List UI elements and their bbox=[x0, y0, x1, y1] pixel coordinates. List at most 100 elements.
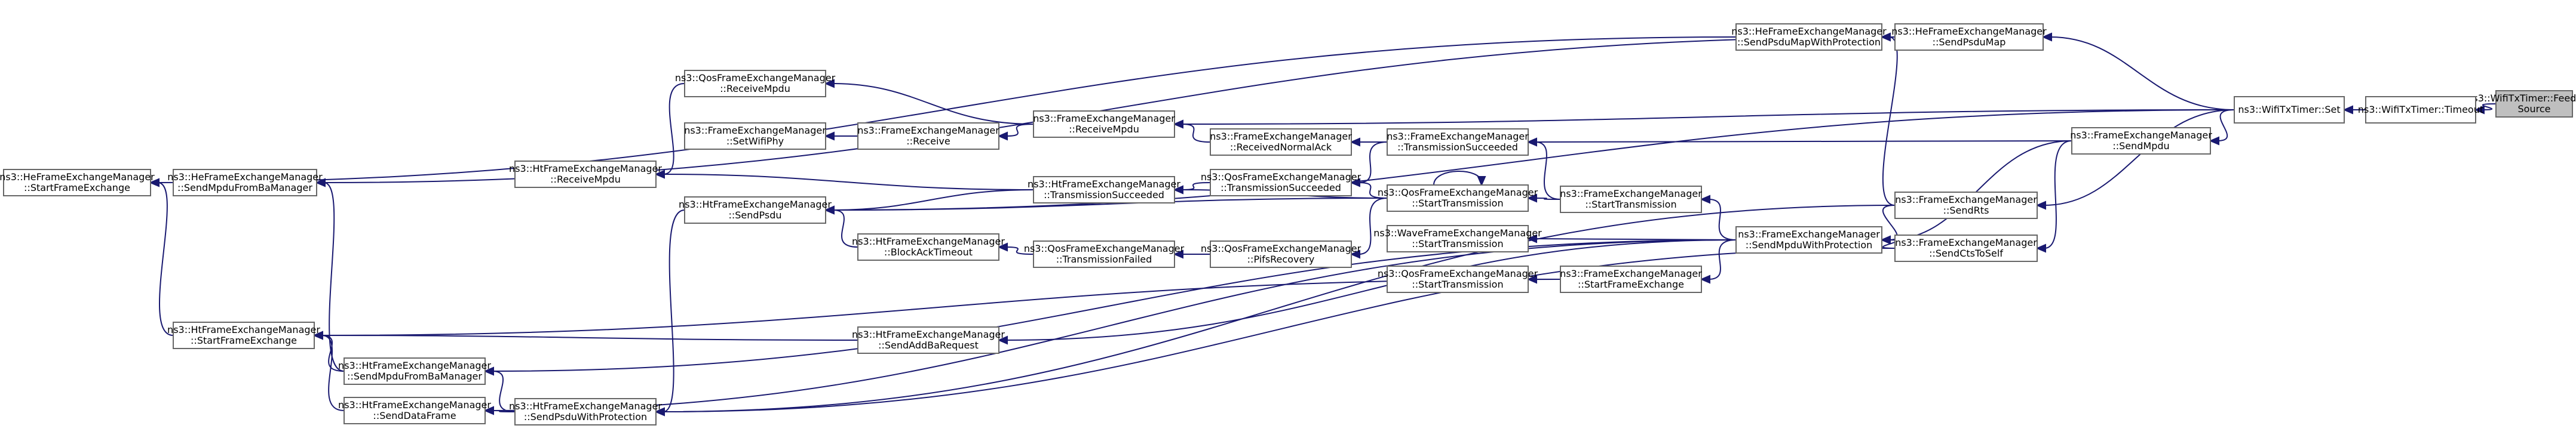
node-label-line2: ::ReceiveMpdu bbox=[1069, 124, 1139, 135]
edge-line bbox=[1005, 239, 1737, 341]
node-heStartFrameExchange[interactable]: ns3::HeFrameExchangeManager::StartFrameE… bbox=[0, 169, 155, 196]
node-qosTxSucceeded[interactable]: ns3::QosFrameExchangeManager::Transmissi… bbox=[1201, 169, 1361, 196]
edge-line bbox=[832, 109, 2235, 211]
edge-htSendDataFrame-to-htStartFrameExchange bbox=[312, 331, 345, 411]
node-feSendMpduProt[interactable]: ns3::FrameExchangeManager::SendMpduWithP… bbox=[1735, 226, 1882, 254]
node-label-line2: ::SendPsdu bbox=[728, 209, 781, 221]
node-label-line2: ::ReceiveMpdu bbox=[720, 83, 790, 94]
edge-arrowhead bbox=[1700, 195, 1710, 204]
node-htSendDataFrame[interactable]: ns3::HtFrameExchangeManager::SendDataFra… bbox=[338, 397, 491, 424]
edge-line bbox=[321, 335, 345, 372]
node-label-line2: ::TransmissionSucceeded bbox=[1397, 141, 1518, 153]
edge-arrowhead bbox=[312, 331, 323, 340]
node-heSendPsduMap[interactable]: ns3::HeFrameExchangeManager::SendPsduMap bbox=[1891, 23, 2047, 51]
node-waveStartTx[interactable]: ns3::WaveFrameExchangeManager::StartTran… bbox=[1373, 225, 1542, 252]
node-qosTxFailed[interactable]: ns3::QosFrameExchangeManager::Transmissi… bbox=[1024, 240, 1185, 268]
edge-line bbox=[323, 182, 345, 372]
edge-htSendPsdu-to-htSendPsduProt bbox=[654, 209, 685, 417]
node-qosStartTx[interactable]: ns3::QosFrameExchangeManager::StartTrans… bbox=[1378, 184, 1538, 212]
edge-line bbox=[1888, 140, 2072, 240]
node-label-line1: ns3::HtFrameExchangeManager bbox=[338, 399, 491, 411]
node-box bbox=[514, 161, 657, 188]
edge-arrowhead bbox=[2035, 201, 2046, 210]
node-feSetWifiPhy[interactable]: ns3::FrameExchangeManager::SetWifiPhy bbox=[684, 122, 826, 150]
edges-layer bbox=[149, 32, 2497, 417]
node-htBlockAckTimeout[interactable]: ns3::HtFrameExchangeManager::BlockAckTim… bbox=[852, 233, 1005, 261]
node-label-line2: ::StartTransmission bbox=[1585, 199, 1676, 210]
edge-line bbox=[1535, 198, 1561, 200]
node-qosStartTx2[interactable]: ns3::QosFrameExchangeManager::StartTrans… bbox=[1378, 266, 1538, 293]
node-label-line2: ::ReceiveMpdu bbox=[550, 174, 621, 185]
edge-feReceiveMpdu-to-qosReceiveMpdu bbox=[824, 79, 1034, 125]
node-box bbox=[1210, 169, 1352, 196]
node-htTxSucceeded[interactable]: ns3::HtFrameExchangeManager::Transmissio… bbox=[1028, 176, 1180, 203]
node-feReceiveMpdu[interactable]: ns3::FrameExchangeManager::ReceiveMpdu bbox=[1033, 110, 1175, 138]
edge-qosStartTx-to-qosTxSucceeded bbox=[1350, 178, 1388, 199]
edge-line bbox=[1358, 141, 1388, 183]
node-label-line1: ns3::FrameExchangeManager bbox=[1560, 188, 1702, 199]
node-feSendCts[interactable]: ns3::FrameExchangeManager::SendCtsToSelf bbox=[1894, 235, 2038, 262]
node-feStartTx[interactable]: ns3::FrameExchangeManager::StartTransmis… bbox=[1560, 186, 1702, 213]
edge-feReceiveMpdu-to-feReceive bbox=[997, 124, 1034, 141]
node-htSendMpduFromBa[interactable]: ns3::HtFrameExchangeManager::SendMpduFro… bbox=[338, 357, 491, 385]
node-htStartFrameExchange[interactable]: ns3::HtFrameExchangeManager::StartFrameE… bbox=[167, 322, 320, 349]
edge-arrowhead bbox=[2209, 136, 2219, 146]
node-htSendPsduProt[interactable]: ns3::HtFrameExchangeManager::SendPsduWit… bbox=[509, 398, 662, 425]
node-label-line1: ns3::HtFrameExchangeManager bbox=[852, 236, 1005, 247]
edge-qosStartTx-to-qosPifs bbox=[1350, 198, 1388, 259]
node-qosReceiveMpdu[interactable]: ns3::QosFrameExchangeManager::ReceiveMpd… bbox=[675, 70, 836, 97]
node-feSendRts[interactable]: ns3::FrameExchangeManager::SendRts bbox=[1894, 192, 2038, 219]
edge-arrowhead bbox=[1477, 176, 1486, 187]
edge-line bbox=[321, 335, 858, 341]
node-label-line2: ::TransmissionSucceeded bbox=[1044, 189, 1164, 201]
edge-line bbox=[2044, 109, 2235, 206]
edge-feStartTx-to-feTxSucceeded bbox=[1526, 137, 1561, 200]
node-box bbox=[857, 326, 999, 354]
node-label-line1: ns3::QosFrameExchangeManager bbox=[1378, 187, 1538, 198]
node-timeout[interactable]: ns3::WifiTxTimer::Timeout bbox=[2358, 96, 2483, 124]
edge-arrowhead bbox=[1880, 32, 1891, 42]
node-qosPifs[interactable]: ns3::QosFrameExchangeManager::PifsRecove… bbox=[1201, 240, 1361, 268]
node-feReceive[interactable]: ns3::FrameExchangeManager::Receive bbox=[857, 122, 999, 150]
node-set[interactable]: ns3::WifiTxTimer::Set bbox=[2234, 96, 2345, 124]
node-feed[interactable]: ns3::WifiTxTimer::FeedTraceSource bbox=[2467, 90, 2576, 118]
node-box bbox=[2365, 96, 2476, 124]
node-label-line1: ns3::HtFrameExchangeManager bbox=[338, 360, 491, 371]
node-box bbox=[344, 357, 486, 385]
node-feRecvNormalAck[interactable]: ns3::FrameExchangeManager::ReceivedNorma… bbox=[1210, 128, 1352, 156]
edge-qosReceiveMpdu-to-htReceiveMpdu bbox=[654, 83, 685, 179]
edge-arrowhead bbox=[483, 406, 494, 415]
edge-feSendMpduProt-to-feStartFrameExchange bbox=[1700, 239, 1737, 284]
node-heSendPsduMapProt[interactable]: ns3::HeFrameExchangeManager::SendPsduMap… bbox=[1731, 23, 1887, 51]
node-box bbox=[1894, 192, 2038, 219]
edge-set-to-heSendPsduMap bbox=[2041, 32, 2235, 110]
edge-feed-to-timeout bbox=[2474, 103, 2497, 115]
node-feTxSucceeded[interactable]: ns3::FrameExchangeManager::TransmissionS… bbox=[1387, 128, 1529, 156]
node-label-line2: ::SendDataFrame bbox=[373, 410, 456, 421]
node-label-line2: ::StartFrameExchange bbox=[1578, 279, 1684, 290]
node-box bbox=[1560, 186, 1702, 213]
node-label-line1: ns3::HeFrameExchangeManager bbox=[167, 171, 323, 183]
node-box bbox=[173, 322, 315, 349]
edge-line bbox=[1181, 182, 1211, 190]
node-box bbox=[1560, 266, 1702, 293]
node-heSendMpduFromBa[interactable]: ns3::HeFrameExchangeManager::SendMpduFro… bbox=[167, 169, 323, 196]
node-label-line2: ::SendCtsToSelf bbox=[1929, 248, 2003, 259]
node-label-line1: ns3::HeFrameExchangeManager bbox=[1891, 26, 2047, 37]
node-feStartFrameExchange[interactable]: ns3::FrameExchangeManager::StartFrameExc… bbox=[1560, 266, 1702, 293]
edge-arrowhead bbox=[1526, 193, 1537, 203]
node-htSendPsdu[interactable]: ns3::HtFrameExchangeManager::SendPsdu bbox=[679, 196, 832, 224]
node-box bbox=[1894, 235, 2038, 262]
edge-line bbox=[1433, 171, 1482, 186]
edge-line bbox=[1708, 199, 1737, 240]
edge-arrowhead bbox=[483, 366, 494, 376]
node-label-line2: ::StartFrameExchange bbox=[191, 335, 297, 346]
edge-arrowhead bbox=[149, 178, 160, 187]
node-htReceiveMpdu[interactable]: ns3::HtFrameExchangeManager::ReceiveMpdu bbox=[509, 161, 662, 188]
edge-line bbox=[1181, 109, 2235, 125]
node-feSendMpdu[interactable]: ns3::FrameExchangeManager::SendMpdu bbox=[2070, 127, 2212, 155]
node-label-line1: ns3::FrameExchangeManager bbox=[1895, 194, 2037, 205]
node-label-line1: ns3::FrameExchangeManager bbox=[684, 125, 826, 136]
node-label-line2: ::BlockAckTimeout bbox=[884, 246, 973, 258]
node-htSendAddBa[interactable]: ns3::HtFrameExchangeManager::SendAddBaRe… bbox=[852, 326, 1005, 354]
